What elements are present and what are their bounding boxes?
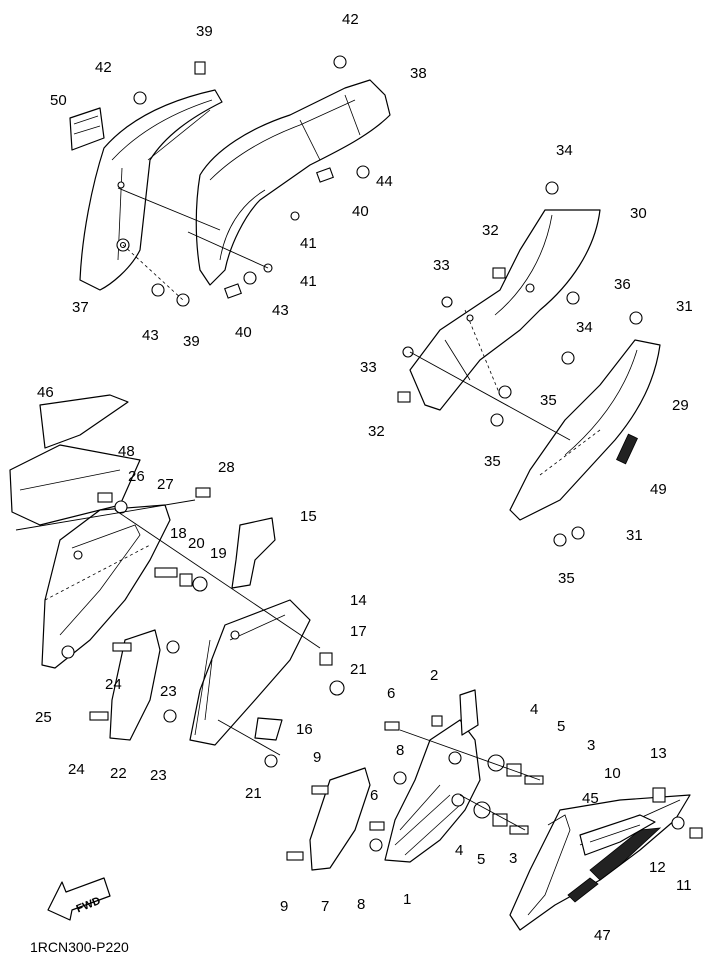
part-25-panel [41,504,171,669]
part-22-side-plate [309,767,371,871]
callout-7: 7 [321,898,329,915]
part-30-panel [409,209,601,411]
callout-36: 36 [614,276,631,293]
part-46-48-decal [9,394,141,526]
part-50-decal [69,107,105,151]
callout-40: 40 [352,203,369,220]
callout-26: 26 [128,468,145,485]
callout-37: 37 [72,299,89,316]
callout-43: 43 [272,302,289,319]
callout-27: 27 [157,476,174,493]
callout-6: 6 [387,685,395,702]
callout-20: 20 [188,535,205,552]
callout-14: 14 [350,592,367,609]
callout-8: 8 [396,742,404,759]
callout-48: 48 [118,443,135,460]
callout-35: 35 [558,570,575,587]
callout-34: 34 [576,319,593,336]
callout-34: 34 [556,142,573,159]
callout-8: 8 [357,896,365,913]
callout-25: 25 [35,709,52,726]
part-15-16-22-parts [109,517,283,741]
callout-43: 43 [142,327,159,344]
callout-44: 44 [376,173,393,190]
callout-29: 29 [672,397,689,414]
hardware-top-right [397,181,643,547]
callout-10: 10 [604,765,621,782]
callout-3: 3 [509,850,517,867]
callout-42: 42 [342,11,359,28]
diagram-code: 1RCN300-P220 [30,939,129,955]
callout-33: 33 [360,359,377,376]
callout-42: 42 [95,59,112,76]
callout-50: 50 [50,92,67,109]
callout-1: 1 [403,891,411,908]
callout-3: 3 [587,737,595,754]
callout-5: 5 [477,851,485,868]
part-14-bracket [189,599,311,746]
callout-38: 38 [410,65,427,82]
callout-23: 23 [160,683,177,700]
callout-5: 5 [557,718,565,735]
callout-9: 9 [313,749,321,766]
callout-32: 32 [482,222,499,239]
hardware-mid-left [15,487,345,768]
callout-13: 13 [650,745,667,762]
callout-15: 15 [300,508,317,525]
callout-11: 11 [676,877,692,894]
callout-39: 39 [196,23,213,40]
callout-49: 49 [650,481,667,498]
callout-32: 32 [368,423,385,440]
callout-24: 24 [105,676,122,693]
callout-40: 40 [235,324,252,341]
callout-9: 9 [280,898,288,915]
callout-45: 45 [582,790,599,807]
callout-17: 17 [350,623,367,640]
callout-23: 23 [150,767,167,784]
callout-46: 46 [37,384,54,401]
callout-4: 4 [455,842,463,859]
callout-18: 18 [170,525,187,542]
callout-4: 4 [530,701,538,718]
callout-31: 31 [626,527,643,544]
callout-28: 28 [218,459,235,476]
callout-47: 47 [594,927,611,944]
callout-16: 16 [296,721,313,738]
part-29-cover [509,339,661,521]
hardware-top-left [117,55,370,307]
part-10-trim [579,814,656,856]
callout-33: 33 [433,257,450,274]
callout-35: 35 [484,453,501,470]
callout-21: 21 [350,661,367,678]
callout-39: 39 [183,333,200,350]
part-47-cover [509,794,691,931]
callout-41: 41 [300,235,317,252]
callout-21: 21 [245,785,262,802]
part-1-bracket [384,689,481,863]
callout-41: 41 [300,273,317,290]
callout-30: 30 [630,205,647,222]
fwd-arrow-icon: FWD [47,877,111,921]
callout-24: 24 [68,761,85,778]
callout-31: 31 [676,298,693,315]
callout-19: 19 [210,545,227,562]
callout-2: 2 [430,667,438,684]
callout-22: 22 [110,765,127,782]
part-38-bracket [195,79,391,299]
callout-6: 6 [370,787,378,804]
part-37-cover [79,89,223,291]
hardware-bottom [286,715,703,861]
callout-35: 35 [540,392,557,409]
callout-12: 12 [649,859,666,876]
